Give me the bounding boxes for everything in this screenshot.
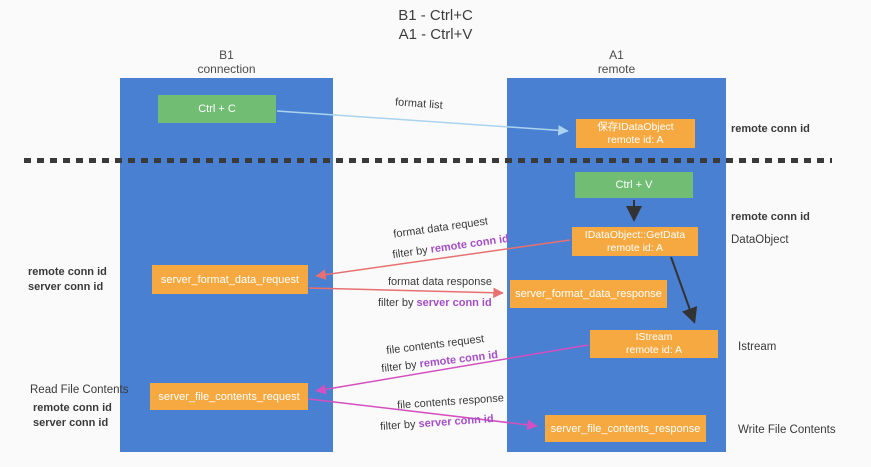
- lane-header-b1: B1 connection: [120, 48, 333, 76]
- node-server-file-contents-response: server_file_contents_response: [545, 415, 706, 442]
- node-server-format-data-request-label: server_format_data_request: [160, 273, 300, 286]
- annotation-read-file-contents: Read File Contents: [30, 384, 129, 396]
- node-save-idataobject-line2: remote id: A: [607, 133, 664, 146]
- filter-by-text: filter by: [380, 358, 421, 376]
- node-save-idataobject-line1: 保存IDataObject: [597, 120, 674, 133]
- lane-b1-role: connection: [197, 62, 256, 76]
- filter-by-text: filter by: [379, 418, 419, 433]
- annotation-write-file-contents: Write File Contents: [738, 424, 836, 436]
- remote-conn-id-text: remote conn id: [429, 232, 510, 256]
- node-server-format-data-response: server_format_data_response: [510, 280, 667, 308]
- lane-header-a1: A1 remote: [507, 48, 726, 76]
- session-divider-dashed-line: [24, 158, 832, 163]
- node-server-file-contents-request: server_file_contents_request: [150, 383, 308, 410]
- arrow-format-data-response: [308, 287, 504, 298]
- arrow-label-format-list: format list: [394, 96, 444, 112]
- annotation-remote-conn-id-mid: remote conn id: [731, 211, 810, 223]
- lane-b1-name: B1: [219, 48, 234, 62]
- node-server-format-data-request: server_format_data_request: [152, 265, 308, 294]
- annotation-istream: Istream: [738, 341, 777, 353]
- arrow-label-file-contents-response: file contents response: [396, 392, 505, 412]
- diagram-title: B1 - Ctrl+C A1 - Ctrl+V: [0, 6, 871, 44]
- remote-conn-id-text: remote conn id: [418, 348, 499, 371]
- annotation-left-remote-conn-id-1: remote conn id: [28, 266, 107, 278]
- arrow-label-format-data-response-filter: filter by server conn id: [378, 297, 492, 309]
- lane-a1-role: remote: [597, 62, 636, 76]
- node-idataobject-getdata-line2: remote id: A: [606, 241, 664, 254]
- lane-a1-name: A1: [609, 48, 624, 62]
- node-ctrl-c: Ctrl + C: [158, 95, 276, 123]
- node-idataobject-getdata: IDataObject::GetData remote id: A: [572, 227, 698, 256]
- node-server-format-data-response-label: server_format_data_response: [515, 288, 662, 300]
- node-ctrl-v: Ctrl + V: [575, 172, 693, 198]
- annotation-left-server-conn-id-2: server conn id: [33, 417, 109, 429]
- node-ctrl-c-label: Ctrl + C: [198, 103, 236, 115]
- node-save-idataobject: 保存IDataObject remote id: A: [576, 119, 695, 148]
- server-conn-id-text: server conn id: [416, 297, 492, 309]
- node-istream: IStream remote id: A: [590, 330, 718, 358]
- annotation-left-server-conn-id-1: server conn id: [28, 281, 104, 293]
- title-line-2: A1 - Ctrl+V: [398, 26, 473, 43]
- node-istream-line2: remote id: A: [625, 344, 683, 356]
- node-istream-line1: IStream: [635, 331, 673, 343]
- annotation-dataobject: DataObject: [731, 234, 789, 246]
- filter-by-text: filter by: [378, 297, 417, 309]
- filter-by-text: filter by: [391, 243, 432, 262]
- annotation-left-remote-conn-id-2: remote conn id: [33, 402, 112, 414]
- annotation-remote-conn-id-top: remote conn id: [731, 123, 810, 135]
- arrow-label-file-contents-response-filter: filter by server conn id: [380, 413, 494, 433]
- node-idataobject-getdata-line1: IDataObject::GetData: [584, 228, 686, 241]
- server-conn-id-text: server conn id: [418, 413, 494, 431]
- node-server-file-contents-request-label: server_file_contents_request: [158, 390, 300, 403]
- node-server-file-contents-response-label: server_file_contents_response: [550, 422, 701, 435]
- title-line-1: B1 - Ctrl+C: [398, 7, 473, 24]
- node-ctrl-v-label: Ctrl + V: [615, 179, 653, 191]
- arrow-label-format-data-response: format data response: [388, 276, 492, 288]
